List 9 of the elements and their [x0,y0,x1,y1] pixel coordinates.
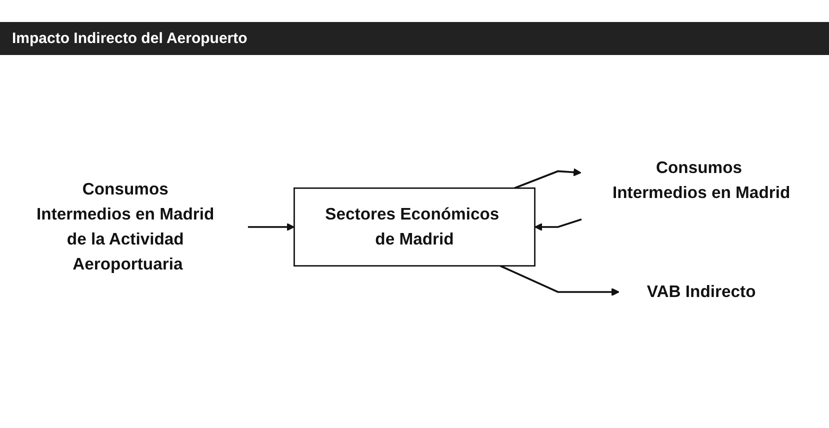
arrow [500,265,620,296]
node-box: Sectores Económicos de Madrid [294,187,536,267]
arrow [514,168,582,189]
node-text: Consumos Intermedios en Madrid [612,158,790,202]
title-bar: Impacto Indirecto del Aeropuerto [0,22,829,55]
arrow [534,218,582,232]
node-text: Consumos Intermedios en Madrid de la Actividad Aeroportuaria [36,180,214,274]
node-text: VAB Indirecto [646,282,756,301]
arrow [248,222,295,232]
